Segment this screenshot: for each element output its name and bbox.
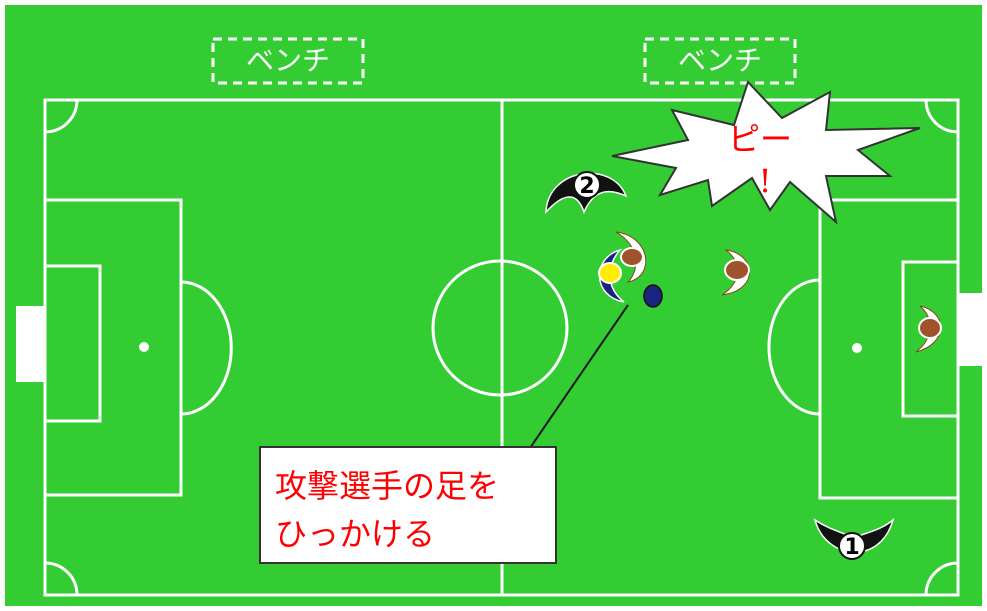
corner-arc-bottom-left xyxy=(44,561,79,596)
defender-2: 2 xyxy=(545,171,628,215)
left-goal xyxy=(16,306,45,382)
whistle-burst: ピー ! xyxy=(611,80,921,225)
attacker-goal-area xyxy=(915,305,942,353)
center-circle xyxy=(431,259,569,397)
bench-right: ベンチ xyxy=(643,37,797,85)
right-penalty-arc xyxy=(767,278,821,416)
right-penalty-spot xyxy=(852,343,862,353)
callout-text-line2: ひっかける xyxy=(275,515,435,553)
defender-1: 1 xyxy=(813,517,895,560)
right-goal xyxy=(958,293,986,366)
callout-box: 攻撃選手の足を ひっかける xyxy=(259,446,557,564)
left-penalty-spot xyxy=(139,342,149,352)
corner-arc-top-right xyxy=(924,99,959,134)
attacker-midfield xyxy=(721,249,750,296)
whistle-text-line2: ! xyxy=(759,162,772,200)
corner-arc-bottom-right xyxy=(924,561,959,596)
defender-2-number: 2 xyxy=(579,174,594,199)
callout-text-line1: 攻撃選手の足を xyxy=(275,467,499,505)
bench-left: ベンチ xyxy=(211,37,365,85)
bench-left-label: ベンチ xyxy=(246,44,330,77)
whistle-text-line1: ピー xyxy=(728,120,792,158)
defender-1-number: 1 xyxy=(844,535,859,560)
callout-pointer xyxy=(529,304,629,449)
corner-arc-top-left xyxy=(44,99,79,134)
attacker-near-ball xyxy=(615,231,647,283)
ball xyxy=(643,284,663,308)
fouling-defender xyxy=(598,248,625,303)
bench-right-label: ベンチ xyxy=(678,44,762,77)
left-penalty-arc xyxy=(180,280,233,416)
